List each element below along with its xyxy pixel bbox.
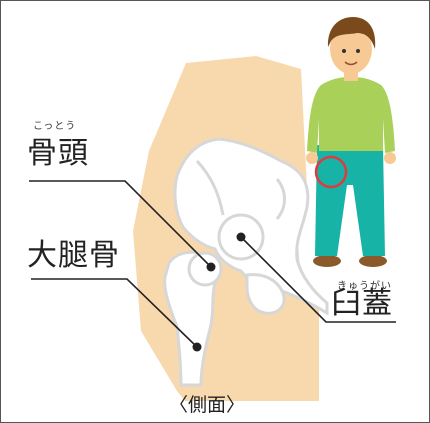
right-shoe	[359, 255, 387, 267]
pelvis-notch	[275, 178, 286, 220]
acetabulum-label: 臼蓋	[331, 286, 393, 321]
right-hand	[384, 152, 396, 164]
view-caption: 〈側面〉	[169, 394, 246, 416]
femur-label: 大腿骨	[27, 238, 120, 273]
leader-acetabulum	[240, 236, 396, 323]
hair	[327, 17, 376, 49]
femoral-head-label: 骨頭	[27, 136, 89, 171]
left-shoe	[313, 255, 341, 267]
pants	[315, 145, 385, 256]
ischium-bone	[245, 273, 286, 315]
leader-femoral-head	[29, 180, 212, 268]
pelvis-ridge	[195, 159, 225, 216]
dot-femur	[192, 342, 202, 352]
face	[330, 24, 372, 74]
boy-figure	[306, 17, 396, 267]
dot-acetabulum	[236, 232, 246, 242]
leader-femur	[31, 278, 198, 348]
acetabulum-ruby: きゅうがい	[337, 281, 392, 292]
femoral-head-shape	[187, 251, 223, 287]
mouth	[344, 61, 358, 66]
left-hand	[306, 152, 318, 164]
femoral-head-ruby: こっとう	[33, 121, 77, 132]
left-eye	[342, 49, 346, 53]
shirt	[307, 77, 395, 153]
dot-femoral-head	[206, 262, 216, 272]
hip-highlight-circle	[314, 155, 348, 189]
right-eye	[356, 49, 360, 53]
